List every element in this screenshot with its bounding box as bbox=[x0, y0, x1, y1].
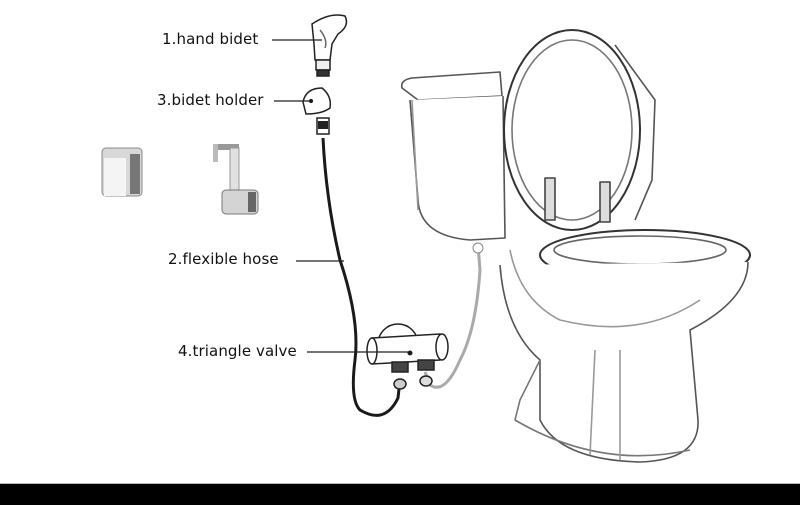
label-bidet-holder: 3.bidet holder bbox=[157, 91, 264, 109]
hook-holder-icon bbox=[213, 144, 259, 215]
label-triangle-valve: 4.triangle valve bbox=[178, 342, 297, 360]
label-hand-bidet: 1.hand bidet bbox=[162, 30, 259, 48]
footer-bar bbox=[0, 484, 800, 505]
wall-holder-icon bbox=[101, 147, 143, 197]
label-flexible-hose: 2.flexible hose bbox=[168, 250, 279, 268]
toilet-illustration bbox=[400, 29, 751, 463]
flexible-hose-line bbox=[321, 137, 402, 417]
triangle-valve-icon bbox=[366, 323, 449, 390]
leader-lines bbox=[272, 39, 408, 353]
supply-hose bbox=[423, 244, 482, 389]
footer-divider bbox=[0, 483, 800, 484]
hand-bidet-icon bbox=[311, 14, 348, 77]
